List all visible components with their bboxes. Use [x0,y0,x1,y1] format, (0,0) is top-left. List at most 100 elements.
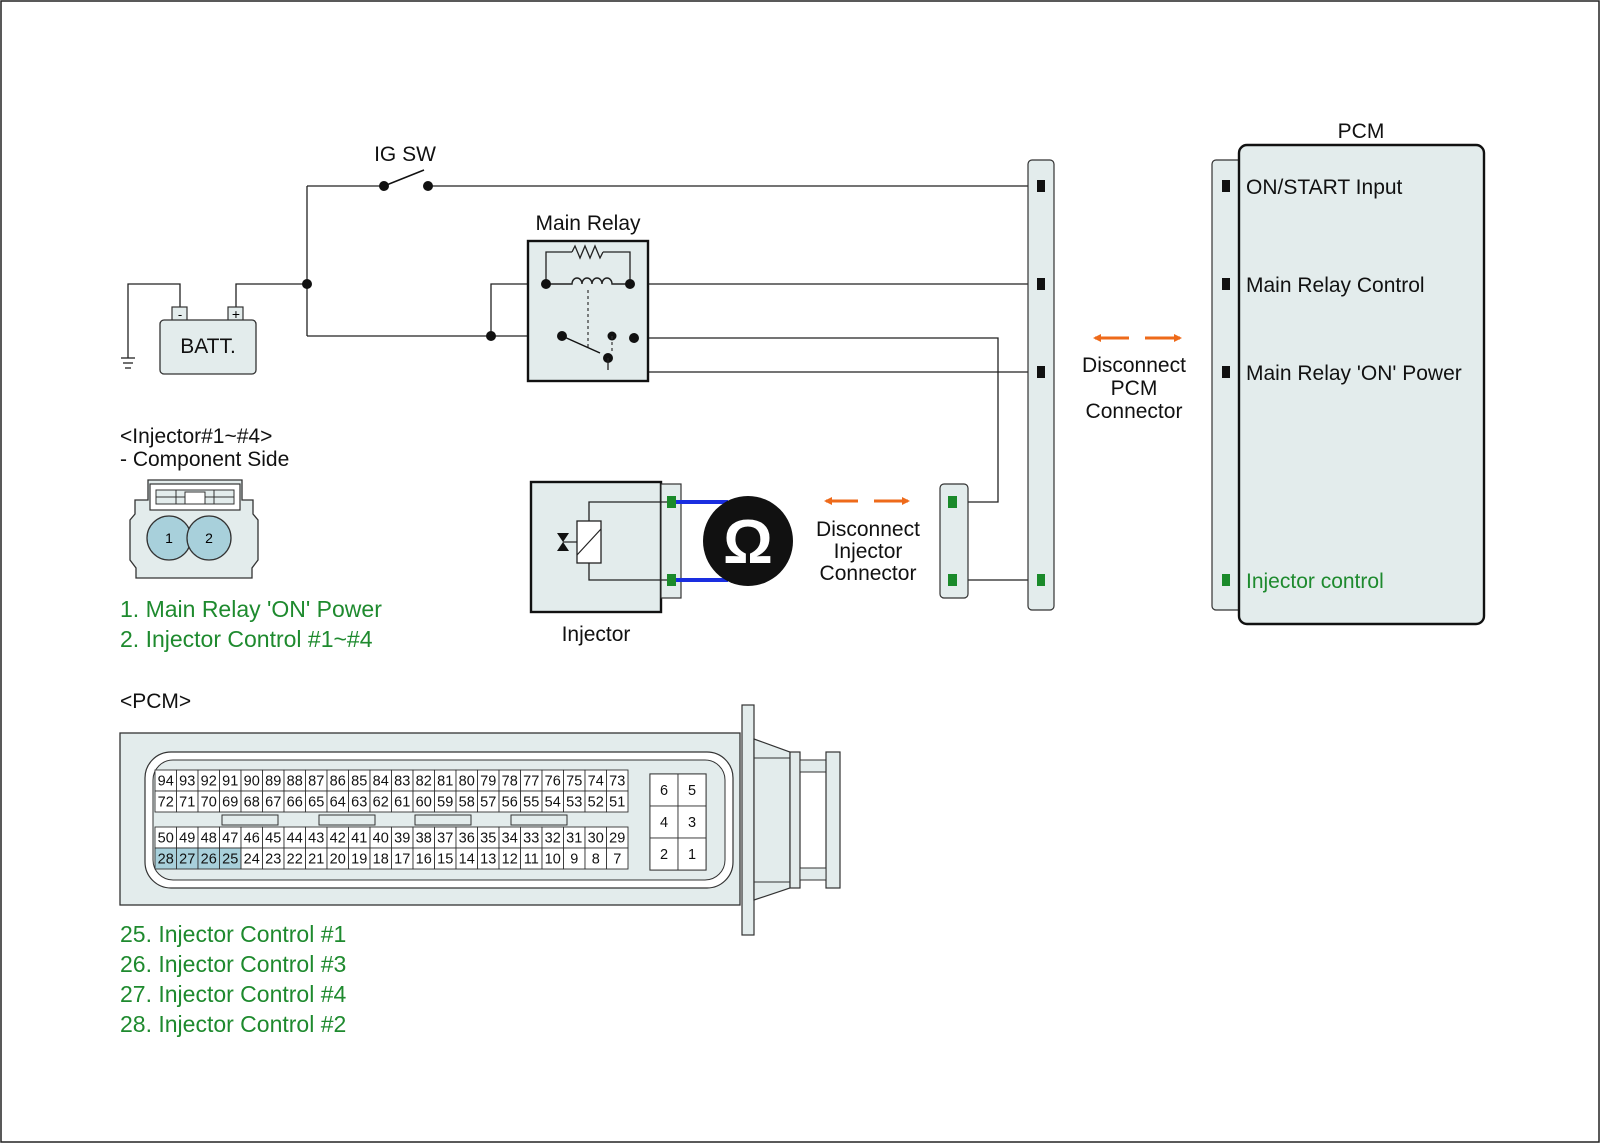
pcm-small-pin-cell [677,805,707,839]
pcm-pin-number: 17 [394,852,410,868]
injector-label: Injector [562,623,631,646]
pcm-pin-number: 73 [609,774,625,790]
main-relay-label: Main Relay [535,212,641,235]
pcm-pin-number: 45 [265,831,281,847]
pcm-pin-number: 77 [523,774,539,790]
injector-pin-desc-1: 1. Main Relay 'ON' Power [120,596,382,622]
pcm-pin-number: 26 [201,852,217,868]
pcm-pin-number: 25 [222,852,238,868]
pcm-pin-number: 68 [244,795,260,811]
pcm-pin-number: 33 [523,831,539,847]
pcm-pin-number: 76 [545,774,561,790]
disconnect-injector-line2: Injector [834,540,903,563]
injector-connector-title: <Injector#1~#4> [120,425,272,448]
pcm-pin-number: 66 [287,795,303,811]
pcm-pin-number: 15 [437,852,453,868]
injector: Injector [529,480,682,646]
pcm-pin-number: 65 [308,795,324,811]
pcm-pin-desc-25: 25. Injector Control #1 [120,921,346,947]
pcm-pin-number: 32 [545,831,561,847]
pcm-pin-number: 85 [351,774,367,790]
pcm-pin-number: 34 [502,831,518,847]
battery-positive-sign: + [232,306,240,322]
pcm-small-pin-cell [649,773,679,807]
main-relay: Main Relay [526,212,650,383]
pcm-pin-number: 90 [244,774,260,790]
pcm-pin-number: 43 [308,831,324,847]
pcm-pin-number: 91 [222,774,238,790]
pcm-pin-number: 18 [373,852,389,868]
pcm-pin-number: 46 [244,831,260,847]
pcm-pin-number: 88 [287,774,303,790]
pcm-pin-number: 64 [330,795,346,811]
pcm-pin-desc-26: 26. Injector Control #3 [120,951,346,977]
pcm-pin-number: 16 [416,852,432,868]
pcm-pin-number: 54 [545,795,561,811]
pcm-pin-number: 8 [592,852,600,868]
pcm-pin-number: 22 [287,852,303,868]
ig-switch-label: IG SW [374,143,436,166]
pcm-pin-number: 7 [613,852,621,868]
pcm-small-pin-number: 3 [688,815,696,831]
pcm-pin-number: 27 [179,852,195,868]
pcm-pin-number: 55 [523,795,539,811]
pcm-small-pin-cell [677,773,707,807]
pcm-pin-number: 89 [265,774,281,790]
pcm-pin-number: 56 [502,795,518,811]
pcm-pin-number: 12 [502,852,518,868]
battery-negative-sign: - [178,307,182,322]
pcm-pin-number: 37 [437,831,453,847]
pcm-small-pin-number: 5 [688,783,696,799]
pcm-pin-number: 19 [351,852,367,868]
pcm-pin-number: 71 [179,795,195,811]
disconnect-pcm-line2: PCM [1111,377,1158,400]
pcm-pin-on-start-input: ON/START Input [1246,176,1403,199]
pcm-pin-main-relay-on-power: Main Relay 'ON' Power [1246,362,1462,385]
pcm-pin-number: 41 [351,831,367,847]
pcm-pin-number: 72 [158,795,174,811]
pcm-title: PCM [1338,120,1385,143]
pcm-pin-number: 14 [459,852,475,868]
pcm-pin-number: 83 [394,774,410,790]
ohm-icon: Ω [723,508,773,577]
pcm-pin-number: 63 [351,795,367,811]
pcm-pin-number: 92 [201,774,217,790]
pcm-pin-number: 87 [308,774,324,790]
pcm-pin-number: 40 [373,831,389,847]
pcm-pin-number: 13 [480,852,496,868]
pcm-pin-number: 58 [459,795,475,811]
pcm-pin-number: 86 [330,774,346,790]
pcm-pin-number: 47 [222,831,238,847]
pcm-small-pin-number: 1 [688,847,696,863]
battery: - + BATT. [159,306,257,375]
pcm-pin-number: 57 [480,795,496,811]
pcm-pin-number: 35 [480,831,496,847]
pcm-pin-number: 30 [588,831,604,847]
pcm-pin-desc-28: 28. Injector Control #2 [120,1011,346,1037]
pcm-pin-number: 36 [459,831,475,847]
pcm-harness-connector [1027,159,1055,611]
pcm-pin-cell [606,847,629,870]
pcm-pin-number: 9 [570,852,578,868]
disconnect-pcm-line1: Disconnect [1082,354,1186,377]
pcm-pin-number: 94 [158,774,174,790]
pcm-pin-desc-27: 27. Injector Control #4 [120,981,347,1007]
pcm-pin-number: 42 [330,831,346,847]
pcm-pin-number: 44 [287,831,303,847]
pcm-pin-number: 48 [201,831,217,847]
disconnect-injector-line1: Disconnect [816,518,920,541]
injector-harness-connector [939,483,969,599]
pcm-pin-number: 31 [566,831,582,847]
injector-pin-1: 1 [165,530,173,546]
pcm-small-pin-number: 4 [660,815,668,831]
pcm-pin-number: 21 [308,852,324,868]
injector-connector-subtitle: - Component Side [120,448,289,471]
pcm-pin-number: 29 [609,831,625,847]
pcm-pin-cell [606,790,629,813]
disconnect-pcm-callout: Disconnect PCM Connector [1082,334,1186,423]
pcm-pin-main-relay-control: Main Relay Control [1246,274,1425,297]
pcm-pin-number: 61 [394,795,410,811]
pcm-small-pin-cell [649,805,679,839]
pcm-pin-number: 75 [566,774,582,790]
pcm-pin-number: 78 [502,774,518,790]
